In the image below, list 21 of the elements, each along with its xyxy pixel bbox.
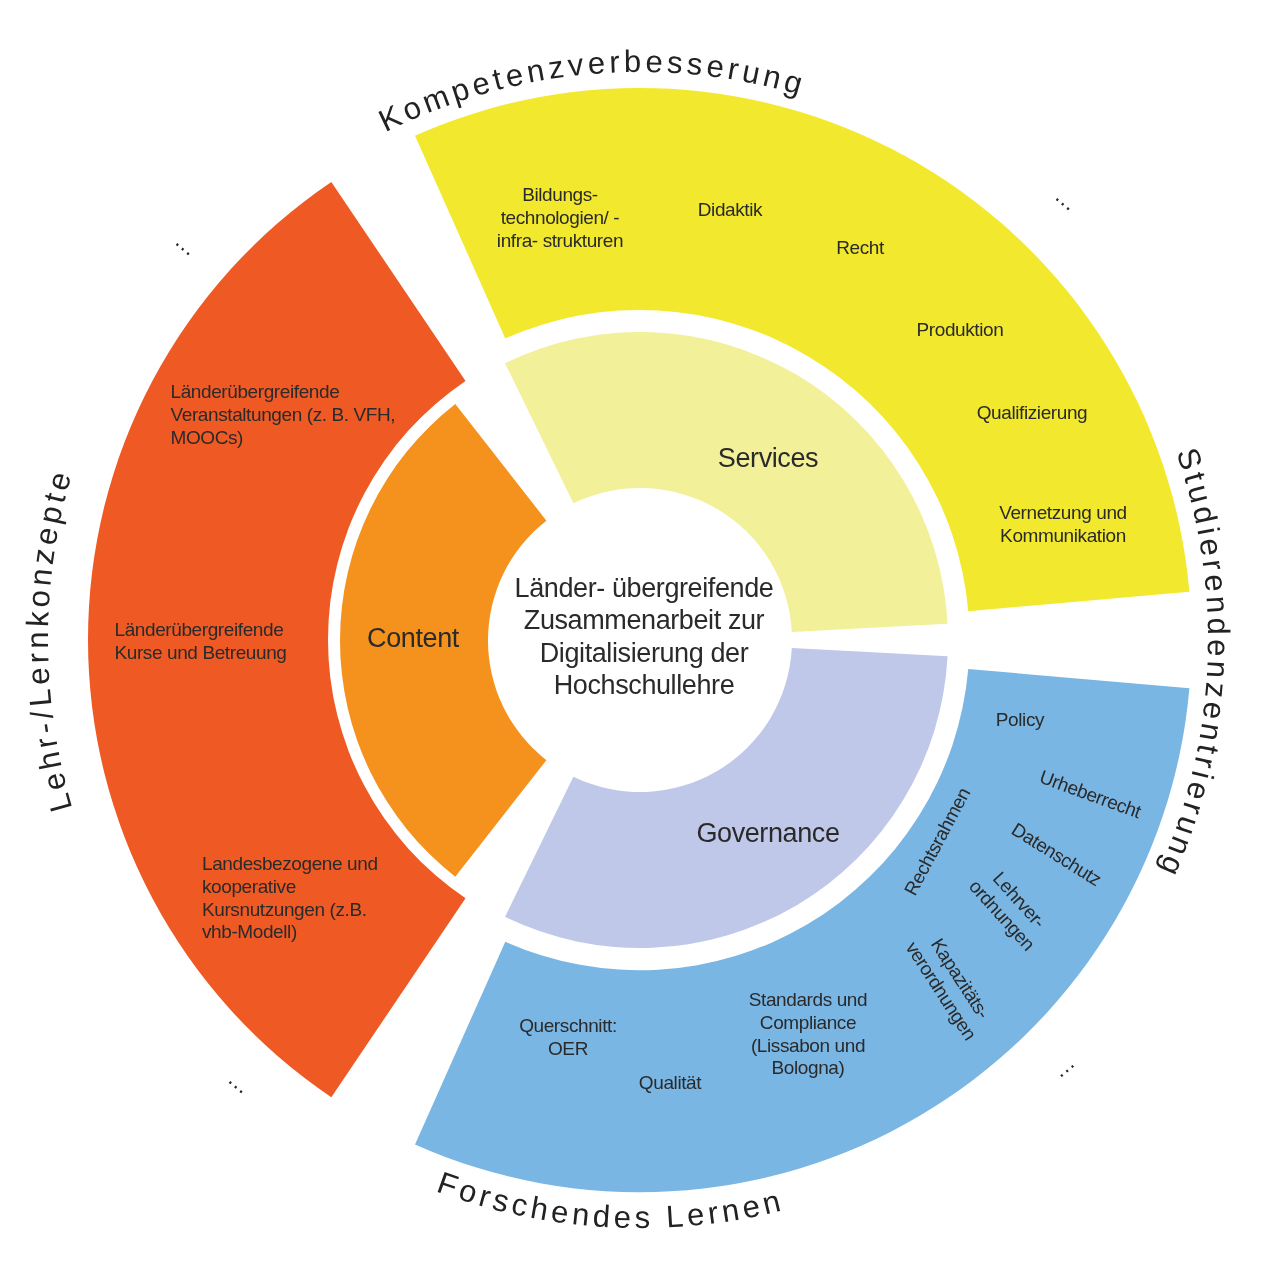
topic-label: Didaktik [696, 198, 764, 222]
topic-label: Landesbezogene und kooperative Kursnutzungen (z.B. vhb-Modell) [202, 853, 379, 945]
segment-title: Governance [695, 816, 841, 850]
topic-label: Länderübergreifende Veranstaltungen (z. B. VFH, MOOCs) [170, 380, 397, 450]
topic-label: Qualität [637, 1071, 703, 1095]
topic-label: Bildungs- technologien/ -infra- strukturen [495, 183, 625, 253]
topic-label: Qualifizierung [975, 401, 1089, 425]
topic-label: Länderübergreifende Kurse und Betreuung [114, 619, 288, 665]
topic-label: Policy [994, 708, 1046, 732]
topic-label: Vernetzung und Kommunikation [998, 502, 1128, 548]
topic-label: Querschnitt: OER [518, 1015, 618, 1061]
segment-title: Services [716, 441, 820, 475]
ellipsis-mark: … [1046, 1049, 1080, 1083]
segment-title: Content [366, 621, 460, 655]
center-title: Länder- übergreifende Zusammenarbeit zur Digitalisierung der Hochschullehre [513, 572, 775, 702]
ellipsis-mark: … [223, 1065, 257, 1099]
topic-label: Standards und Compliance (Lissabon und Bologna) [747, 989, 869, 1081]
topic-label: Recht [835, 236, 885, 260]
topic-label: Produktion [915, 318, 1005, 342]
ellipsis-mark: … [1050, 182, 1084, 216]
ellipsis-mark: … [170, 227, 204, 261]
